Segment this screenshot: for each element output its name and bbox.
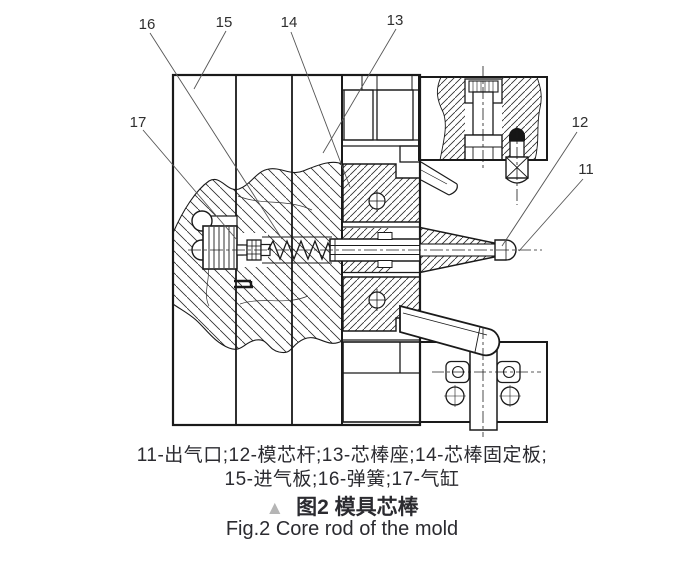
figure-title-cn: ▲ 图2 模具芯棒 [12,491,672,521]
valve [505,126,529,205]
bracket-centerlines [432,327,541,437]
fixing-block [418,66,548,168]
parts-list-line1: 11-出气口;12-模芯杆;13-芯棒座;14-芯棒固定板; [136,445,548,466]
parts-list-line2: 15-进气板;16-弹簧;17-气缸 [224,469,460,490]
angled-tube [399,304,501,357]
callout-13: 13 [387,12,404,29]
figure-title-cn-text: 图2 模具芯棒 [296,496,419,519]
callout-11: 11 [578,161,594,178]
callout-15: 15 [216,14,233,31]
figure-title-en: Fig.2 Core rod of the mold [225,518,459,540]
callout-17: 17 [130,114,147,131]
callout-14: 14 [281,14,298,31]
spring [262,236,333,264]
core-rod-seat [342,75,421,423]
triangle-marker-icon: ▲ [265,498,285,519]
leader-lines [142,28,584,252]
callout-12: 12 [572,114,589,131]
callouts: 16 15 14 13 17 12 11 [130,12,594,178]
wedge-piece [420,161,458,196]
callout-16: 16 [139,16,156,33]
